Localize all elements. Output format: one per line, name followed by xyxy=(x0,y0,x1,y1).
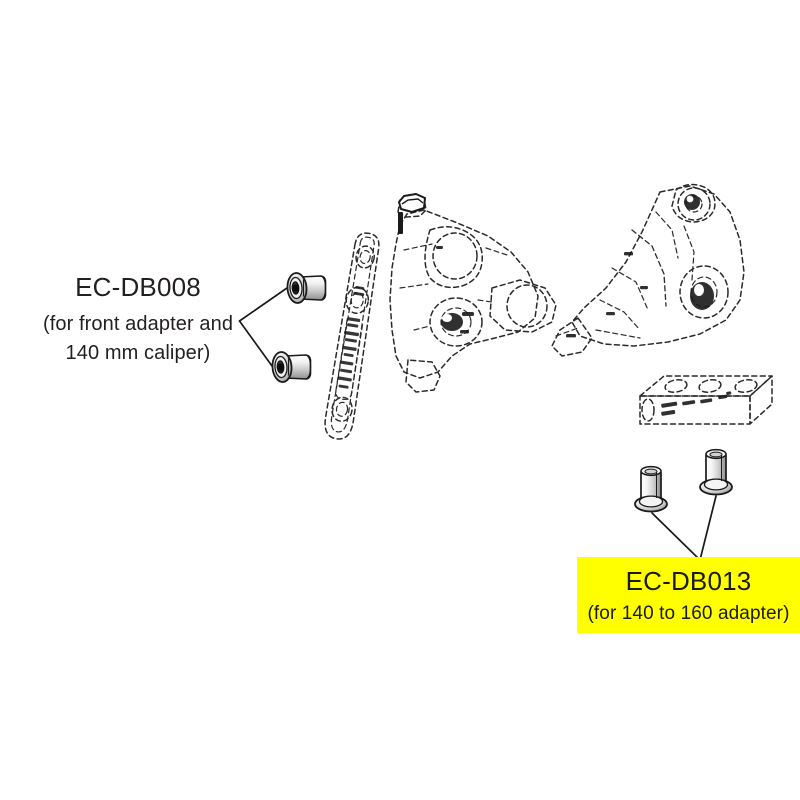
leader-line-db008 xyxy=(238,287,288,367)
callout-ec-db013-code: EC-DB013 xyxy=(625,565,752,596)
adapter-bracket-left xyxy=(324,232,380,440)
leader-line-db013 xyxy=(651,495,717,561)
flange-bolt-right-db013 xyxy=(699,448,733,496)
flange-bolt-upper-left xyxy=(286,272,327,304)
caliper-right-texture xyxy=(566,194,714,338)
caliper-right xyxy=(551,183,745,357)
caliper-left-texture xyxy=(436,246,474,334)
callout-ec-db013-highlighted: EC-DB013 (for 140 to 160 adapter) xyxy=(577,557,800,633)
callout-ec-db013-description-line-1: (for 140 to 160 adapter) xyxy=(587,603,790,625)
caliper-left xyxy=(389,194,557,393)
adapter-bracket-right-engraving xyxy=(661,391,732,416)
callout-ec-db008-code: EC-DB008 xyxy=(75,272,201,302)
callout-ec-db008: EC-DB008 (for front adapter and 140 mm c… xyxy=(8,270,268,368)
callout-ec-db008-description-line-1: (for front adapter and xyxy=(42,313,234,336)
flange-bolt-lower-left xyxy=(271,351,312,383)
adapter-bracket-left-engraving xyxy=(337,286,365,389)
adapter-bracket-right xyxy=(639,375,773,425)
callout-ec-db008-description-line-2: 140 mm caliper) xyxy=(65,342,211,365)
flange-bolt-left-db013 xyxy=(634,465,668,513)
caliper-left-bleed-cap xyxy=(398,193,426,234)
